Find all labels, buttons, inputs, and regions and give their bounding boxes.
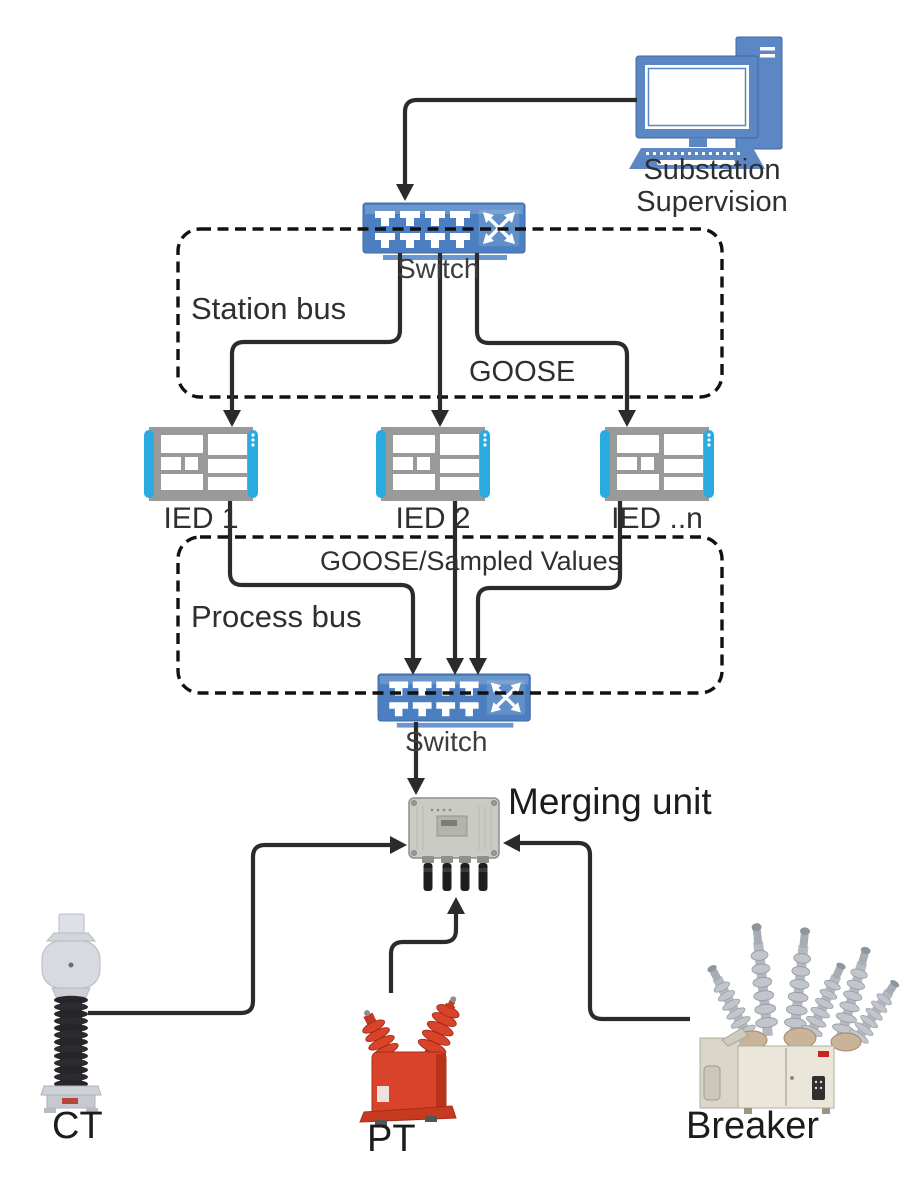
ied-n-label: IED ..n <box>611 502 703 535</box>
station-bus-label: Station bus <box>191 291 347 326</box>
ied-n-icon <box>600 427 714 501</box>
breaker-icon <box>699 921 900 1114</box>
merging-unit-icon <box>408 797 500 891</box>
ied-1-label: IED 1 <box>163 502 239 535</box>
process-bus-label: Process bus <box>191 599 362 634</box>
ct-icon <box>40 913 102 1113</box>
process-switch-label: Switch <box>405 726 488 757</box>
pt-label: PT <box>367 1118 416 1160</box>
ied-2-icon <box>376 427 490 501</box>
process-bus-boundary <box>176 535 724 695</box>
ied-1-icon <box>144 427 258 501</box>
goose-label: GOOSE <box>469 356 576 388</box>
merging-unit-label: Merging unit <box>508 781 712 822</box>
supervision-label: Substation Supervision <box>636 154 788 218</box>
computer-icon <box>629 36 783 169</box>
ct-label: CT <box>52 1105 103 1147</box>
switch-icon-station <box>363 203 525 260</box>
connector-lines <box>88 97 690 1022</box>
breaker-label: Breaker <box>686 1105 820 1147</box>
switch-icon-process <box>378 674 530 728</box>
ied-2-label: IED 2 <box>395 502 471 535</box>
station-switch-label: Switch <box>397 253 480 284</box>
pt-icon <box>359 996 460 1126</box>
station-bus-boundary <box>176 227 724 399</box>
goose-sampled-values-label: GOOSE/Sampled Values <box>320 546 622 576</box>
